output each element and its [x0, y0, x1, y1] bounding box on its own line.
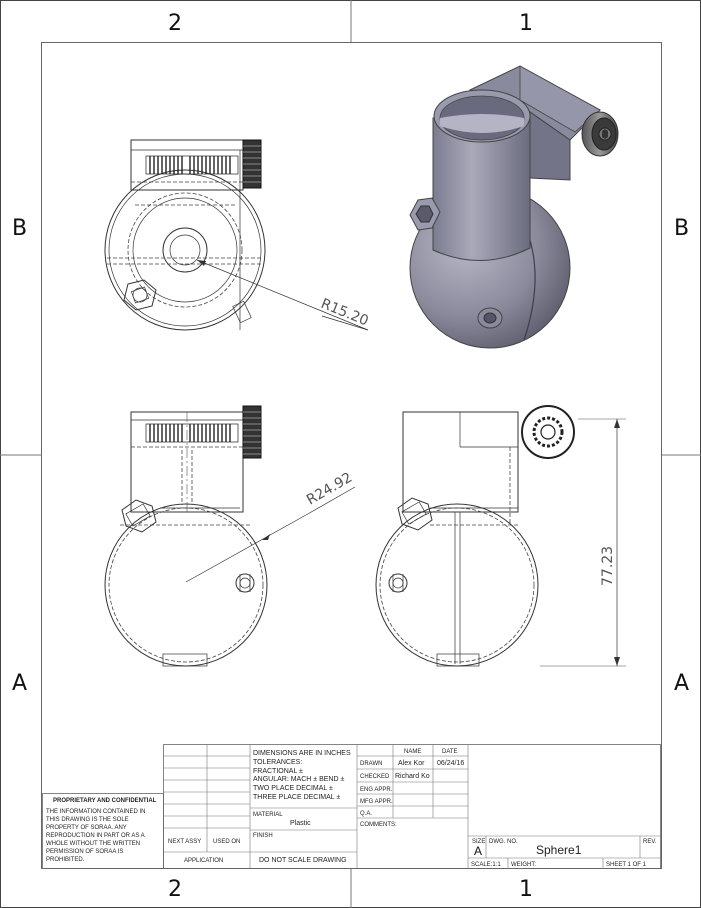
top-view: R15.20 [104, 139, 371, 331]
weight-label: WEIGHT: [511, 862, 536, 868]
proprietary-line-4: REPRODUCTION IN PART OR AS A [46, 833, 145, 839]
rev-label: REV. [643, 839, 657, 845]
zone-col-1-top: 1 [519, 11, 533, 36]
dwg-no-value: Sphere1 [536, 843, 582, 857]
dwg-no-label: DWG. NO. [489, 839, 518, 845]
front-radius-leader [185, 514, 307, 583]
checked-label: CHECKED [360, 774, 390, 780]
proprietary-line-3: PROPERTY OF SORAA. ANY [46, 825, 127, 831]
proprietary-line-2: THIS DRAWING IS THE SOLE [46, 817, 129, 823]
size-value: A [474, 844, 482, 858]
title-block: PROPRIETARY AND CONFIDENTIAL THE INFORMA… [42, 744, 661, 869]
scale-value: SCALE:1:1 [471, 862, 501, 868]
front-screw [145, 405, 262, 459]
drawn-name: Alex Kor [398, 760, 425, 767]
next-assy-label: NEXT ASSY [168, 839, 201, 845]
side-height-dimension: 77.23 [600, 546, 616, 586]
zone-row-b-right: B [674, 216, 689, 241]
proprietary-line-7: PROHIBITED. [46, 857, 85, 863]
side-view: 77.23 [375, 405, 626, 667]
front-hex-bolt [121, 499, 157, 533]
do-not-scale-note: DO NOT SCALE DRAWING [259, 857, 347, 864]
top-screw [145, 139, 262, 189]
qa-label: Q.A. [360, 811, 372, 817]
zone-row-a-left: A [12, 671, 27, 696]
name-header: NAME [404, 749, 421, 755]
zone-row-b-left: B [12, 216, 27, 241]
application-label: APPLICATION [184, 858, 223, 864]
material-value: Plastic [290, 820, 311, 827]
proprietary-line-5: WHOLE WITHOUT THE WRITTEN [46, 841, 140, 847]
top-hex-bolt [123, 279, 157, 311]
date-header: DATE [442, 749, 458, 755]
tolerance-line-3: FRACTIONAL ± [253, 768, 303, 775]
top-radius-leader [196, 259, 369, 331]
comments-label: COMMENTS: [360, 822, 397, 828]
tolerance-line-4: ANGULAR: MACH ± BEND ± [253, 776, 344, 783]
front-radius-dimension: R24.92 [304, 470, 355, 509]
eng-appr-label: ENG APPR. [360, 787, 393, 793]
mfg-appr-label: MFG APPR. [360, 799, 393, 805]
proprietary-line-6: PERMISSION OF SORAA IS [46, 849, 123, 855]
proprietary-line-1: THE INFORMATION CONTAINED IN [46, 809, 145, 815]
zone-col-2-bottom: 2 [168, 877, 182, 902]
drawn-label: DRAWN [360, 761, 382, 767]
proprietary-heading: PROPRIETARY AND CONFIDENTIAL [53, 798, 157, 804]
iso-cylinder [432, 111, 531, 261]
zone-col-2-top: 2 [168, 11, 182, 36]
used-on-label: USED ON [213, 839, 240, 845]
zone-col-1-bottom: 1 [519, 877, 533, 902]
drawn-date: 06/24/16 [437, 760, 464, 767]
sheet-value: SHEET 1 OF 1 [606, 862, 647, 868]
front-view: R24.92 [104, 405, 356, 667]
tolerance-line-2: TOLERANCES: [253, 759, 302, 766]
size-label: SIZE [472, 839, 485, 845]
side-knob [521, 405, 575, 459]
finish-label: FINISH [253, 833, 273, 839]
isometric-view [409, 65, 619, 349]
tolerance-line-1: DIMENSIONS ARE IN INCHES [253, 750, 351, 757]
top-radius-dimension: R15.20 [319, 296, 371, 329]
tolerance-line-6: THREE PLACE DECIMAL ± [253, 794, 340, 801]
zone-row-a-right: A [674, 671, 689, 696]
checked-name: Richard Ko [395, 773, 430, 780]
material-label: MATERIAL [253, 812, 283, 818]
tolerance-line-5: TWO PLACE DECIMAL ± [253, 785, 333, 792]
